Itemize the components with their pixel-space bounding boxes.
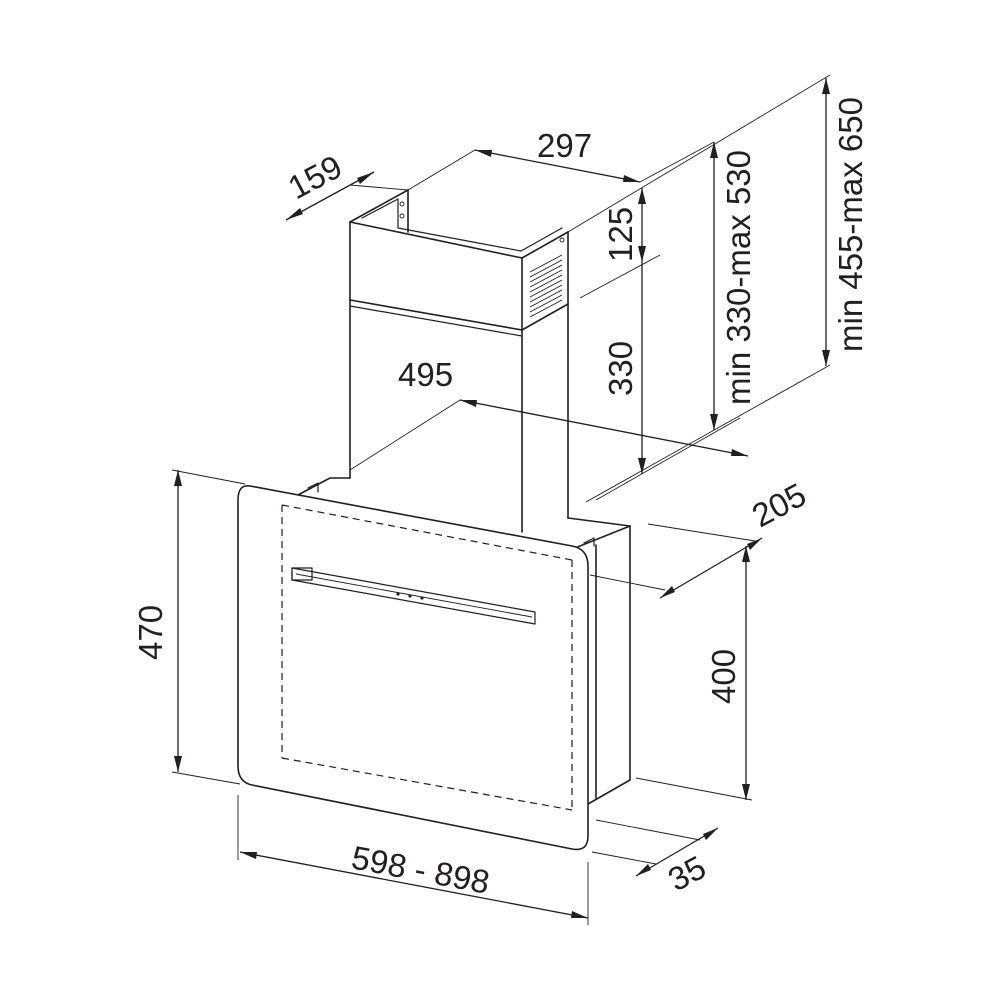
dim-35 <box>591 819 719 877</box>
dim-330-530 <box>639 141 718 430</box>
chimney-lower <box>349 299 569 533</box>
label-chimney-width: 297 <box>537 127 592 164</box>
dim-125 <box>638 188 646 262</box>
dim-598-898 <box>237 795 589 925</box>
glass-panel <box>237 484 589 851</box>
chimney-upper <box>349 189 569 331</box>
dim-205 <box>589 523 763 599</box>
label-chimney-depth: 159 <box>282 148 348 207</box>
vent-slots <box>529 254 563 318</box>
label-chimney-height-outer: min 455-max 650 <box>832 97 869 352</box>
dim-495 <box>349 399 749 471</box>
extension-lines <box>567 74 831 503</box>
label-hood-height-right: 400 <box>705 649 742 704</box>
label-chimney-lower-height: 330 <box>602 341 639 396</box>
label-hood-width-range: 598 - 898 <box>349 839 493 901</box>
label-chimney-upper-height: 125 <box>602 207 639 262</box>
dim-400 <box>635 546 753 801</box>
dim-330 <box>595 262 741 501</box>
dim-455-650 <box>822 78 830 366</box>
label-hood-depth: 205 <box>746 476 812 535</box>
label-hood-height-left: 470 <box>132 605 169 660</box>
control-strip <box>291 567 536 625</box>
dim-159 <box>285 171 409 221</box>
label-mount-width: 495 <box>398 356 453 393</box>
dim-297 <box>407 149 641 191</box>
label-chimney-height-inner: min 330-max 530 <box>720 150 757 405</box>
dim-470 <box>171 469 246 785</box>
